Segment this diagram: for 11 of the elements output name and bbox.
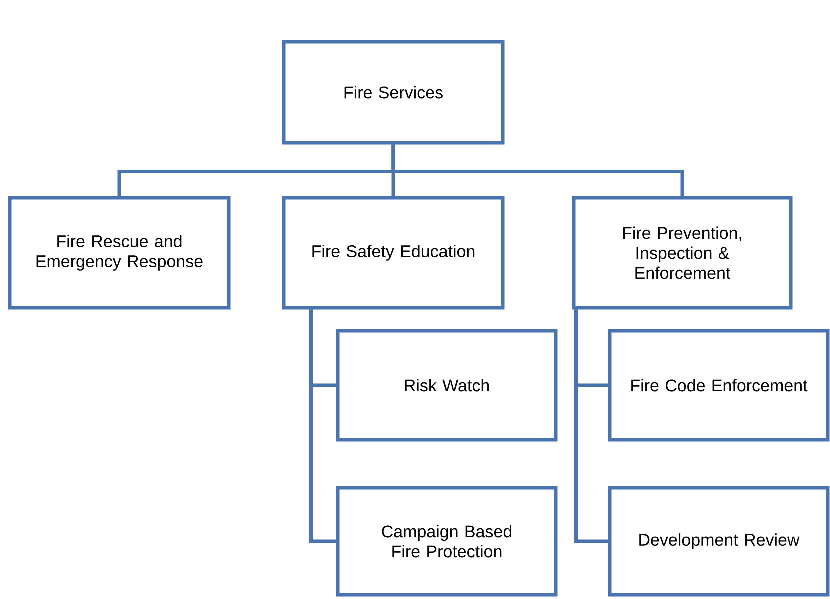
org-box: Fire Rescue and Emergency Response [8,196,231,310]
org-box: Development Review [608,486,830,597]
org-box: Risk Watch [336,329,558,442]
connector-line [574,310,608,544]
org-box: Fire Code Enforcement [608,329,830,442]
org-box: Fire Prevention, Inspection & Enforcement [572,196,793,310]
org-box: Fire Safety Education [282,196,505,310]
org-box: Fire Services [282,40,505,145]
connector-line [392,144,684,196]
org-box: Campaign Based Fire Protection [336,486,558,597]
connector-line [310,310,336,544]
